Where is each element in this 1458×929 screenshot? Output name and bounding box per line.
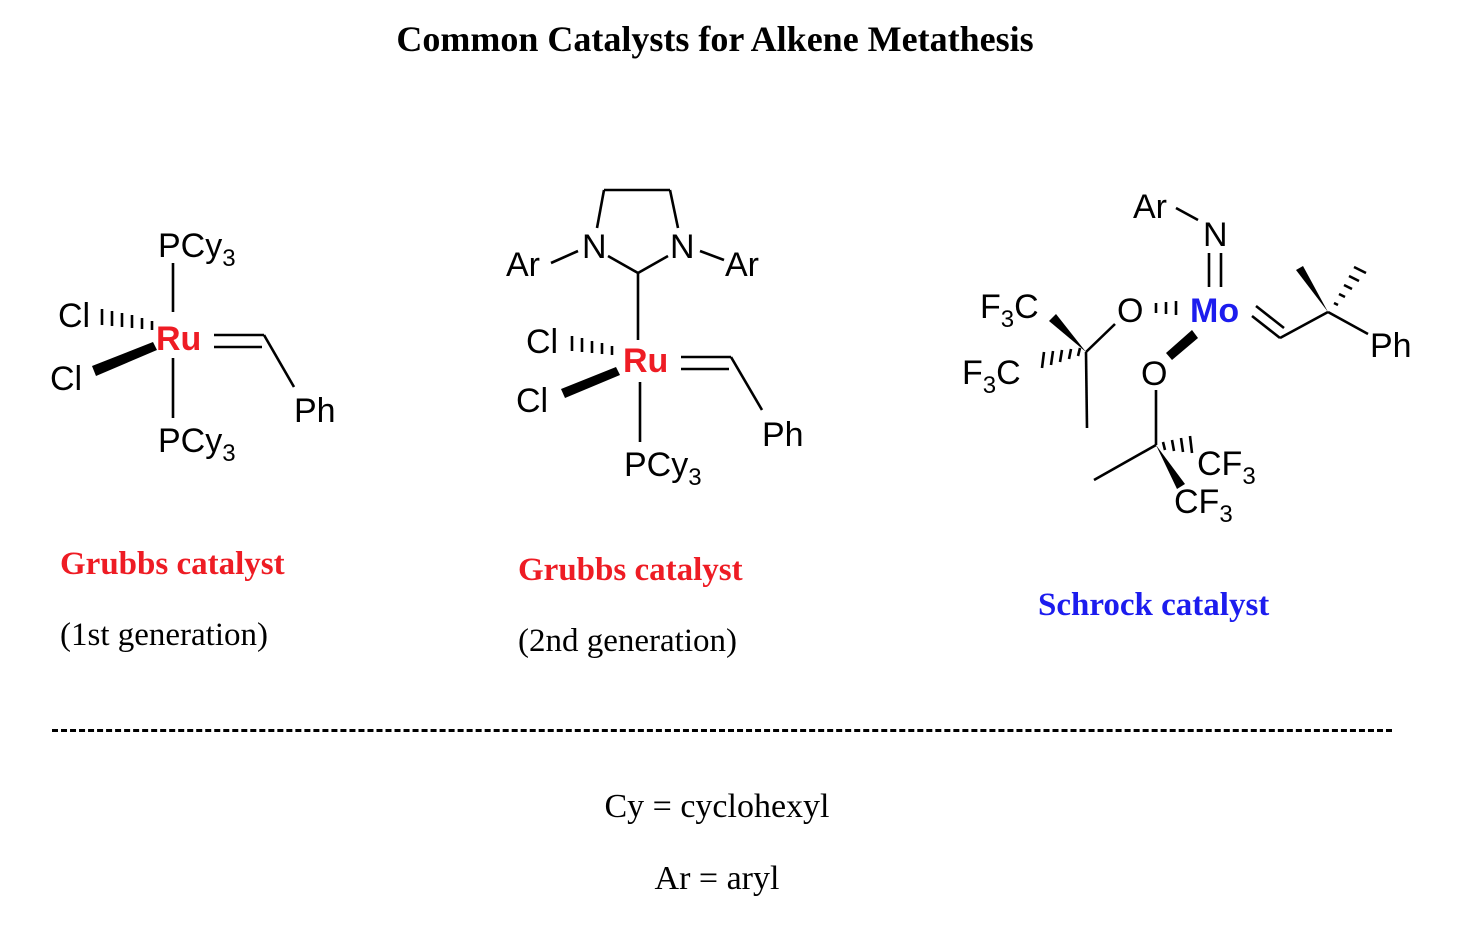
- schrock-structure: Ar N Mo O Ph: [962, 188, 1412, 528]
- g2-cl-top: Cl: [526, 323, 558, 361]
- g2-wedge-bond-cl: [561, 367, 620, 398]
- g1-wedge-bond-cl: [92, 342, 157, 376]
- s-bond-methyl-left: [1084, 351, 1089, 429]
- s-double-bond-c-2: [1255, 304, 1285, 330]
- g2-bond-n-c-left: [607, 254, 639, 275]
- g2-ar-left: Ar: [506, 246, 540, 284]
- s-cf3-right: CF3: [1197, 445, 1256, 490]
- g1-cl-top: Cl: [58, 297, 90, 335]
- g1-phenyl: Ph: [294, 392, 336, 430]
- s-double-bond-c-1: [1251, 314, 1281, 340]
- g2-n-left: N: [582, 228, 607, 266]
- s-hashed-cf3-bottom: [1161, 435, 1194, 454]
- s-bond-c-ph: [1327, 310, 1369, 336]
- s-phenyl: Ph: [1370, 327, 1412, 365]
- g1-ligand-top: PCy3: [158, 227, 236, 272]
- footnote-cy: Cy = cyclohexyl: [604, 788, 830, 825]
- g2-ring-bond-right: [668, 189, 680, 229]
- s-cf3-top-left: F3C: [980, 288, 1039, 333]
- g2-bond-n-ar-right: [699, 249, 725, 262]
- g2-bond-ar-n-left: [550, 249, 579, 265]
- s-hashed-methyl: [1333, 265, 1367, 307]
- section-divider: [52, 729, 1392, 732]
- s-o-left: O: [1117, 292, 1143, 330]
- s-bond-methyl-bottom: [1093, 443, 1157, 482]
- g2-phenyl: Ph: [762, 416, 804, 454]
- s-hashed-bond-o: [1154, 301, 1178, 315]
- g2-bond-n-c-right: [637, 254, 669, 275]
- schrock-label: Schrock catalyst: [1038, 587, 1270, 623]
- g2-cl-bottom: Cl: [516, 382, 548, 420]
- grubbs-2nd-generation: (2nd generation): [518, 623, 737, 659]
- g2-bond-ch-ph: [729, 356, 764, 411]
- page-title: Common Catalysts for Alkene Metathesis: [396, 19, 1034, 59]
- grubbs-1st-label: Grubbs catalyst: [60, 546, 285, 582]
- s-nitrogen: N: [1203, 216, 1228, 254]
- g2-n-right: N: [670, 228, 695, 266]
- s-bond-ar-n: [1175, 206, 1199, 222]
- g1-cl-bottom: Cl: [50, 360, 82, 398]
- s-ar: Ar: [1133, 188, 1167, 226]
- s-bond-ch-c: [1279, 310, 1329, 340]
- g2-ruthenium: Ru: [623, 342, 668, 380]
- g2-hashed-bond-cl: [570, 336, 614, 355]
- g2-ar-right: Ar: [725, 246, 759, 284]
- grubbs-2nd-label: Grubbs catalyst: [518, 552, 743, 588]
- s-wedge-cf3-left: [1049, 314, 1086, 352]
- g2-ring-bond-left: [595, 189, 606, 229]
- footnote-ar: Ar = aryl: [654, 860, 780, 897]
- s-hashed-cf3-left: [1040, 347, 1082, 369]
- s-wedge-mo-o: [1166, 330, 1198, 360]
- g1-ligand-bottom: PCy3: [158, 422, 236, 467]
- g1-hashed-bond-cl: [100, 309, 154, 330]
- grubbs-2nd-gen-structure: N N Ar Ar Cl Cl Ru Ph P: [506, 188, 804, 491]
- g1-bond-ch-ph: [262, 334, 296, 388]
- g2-ligand-bottom: PCy3: [624, 446, 702, 491]
- s-cf3-bottom: CF3: [1174, 483, 1233, 528]
- s-molybdenum: Mo: [1190, 292, 1239, 330]
- s-cf3-bottom-left: F3C: [962, 354, 1021, 399]
- grubbs-1st-generation: (1st generation): [60, 617, 269, 653]
- s-bond-o-c-left: [1085, 323, 1116, 353]
- s-wedge-cf3-bottom: [1156, 445, 1185, 489]
- s-wedge-methyl: [1296, 266, 1328, 312]
- grubbs-1st-gen-structure: PCy3 Cl Cl Ru Ph PCy3: [50, 227, 336, 467]
- g1-ruthenium: Ru: [156, 320, 201, 358]
- s-o-bottom: O: [1141, 355, 1167, 393]
